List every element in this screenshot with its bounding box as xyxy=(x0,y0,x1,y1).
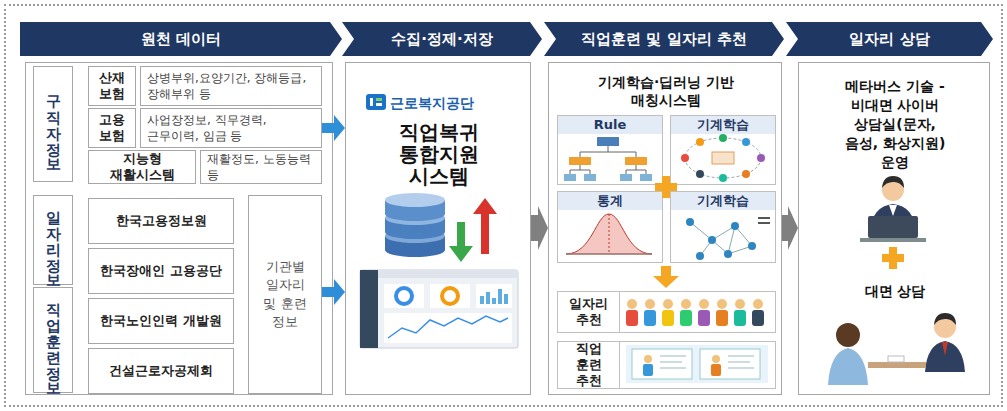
box-text: 기계학습 xyxy=(671,192,775,210)
box-text: Rule xyxy=(558,116,662,134)
box-text: 상병부위,요양기간, 장해등급,장해부위 등 xyxy=(147,70,315,102)
box-text: 구직자정보 xyxy=(44,84,63,164)
box-text: 재활정도, 노동능력 등 xyxy=(207,151,315,183)
chevron-shape xyxy=(544,22,784,56)
stage-header: 수집·정제·저장 xyxy=(342,22,542,56)
recommend-row: 일자리 추천 xyxy=(557,291,776,333)
source-label: 고용 보험 xyxy=(88,108,136,148)
box-text: 한국고용정보원 xyxy=(116,213,207,230)
method-box: Rule xyxy=(557,115,663,185)
box-text: 기관별 일자리 및 훈련 정보 xyxy=(259,258,311,331)
box-text: 한국노인인력 개발원 xyxy=(100,313,222,330)
category-label: 구직자정보 xyxy=(33,66,73,182)
box-text: 일자리정보 xyxy=(44,200,63,280)
panel-title: 메타버스 기술 - 비대면 사이버 상담실(문자, 음성, 화상지원) 운영 xyxy=(839,77,951,172)
data-flow-arrow xyxy=(322,115,345,141)
panel-title: 기계학습·딥러닝 기반 매칭시스템 xyxy=(571,73,761,109)
box-text: 직업훈련 및 일자리 추천 xyxy=(581,30,747,49)
source-label: 산재 보험 xyxy=(88,66,136,106)
chevron-shape xyxy=(786,22,993,56)
method-box: 통계 xyxy=(557,191,663,263)
field-list: 사업장정보, 직무경력, 근무이력, 임금 등 xyxy=(140,108,322,148)
agency-box: 한국장애인 고용공단 xyxy=(88,248,234,294)
box-text: 통계 xyxy=(558,192,662,210)
box-text: 지능형 재활시스템 xyxy=(92,151,192,184)
stage-header: 직업훈련 및 일자리 추천 xyxy=(544,22,784,56)
box-text: 원천 데이터 xyxy=(141,30,221,49)
box-text: 기계학습 xyxy=(671,116,775,134)
category-label: 일자리정보 xyxy=(33,195,73,285)
chevron-shape xyxy=(20,22,342,56)
field-list: 상병부위,요양기간, 장해등급,장해부위 등 xyxy=(140,66,322,106)
method-box: 기계학습 xyxy=(670,115,776,185)
stage-arrow xyxy=(782,206,798,250)
box-text: 한국장애인 고용공단 xyxy=(100,263,222,280)
stage-arrow xyxy=(531,206,548,250)
system-panel: 근로복지공단직업복귀 통합지원 시스템 xyxy=(345,62,531,395)
source-label: 지능형 재활시스템 xyxy=(88,150,196,184)
box-text: 고용 보험 xyxy=(92,112,132,145)
chevron-shape xyxy=(342,22,542,56)
box-text: 건설근로자공제회 xyxy=(109,363,213,380)
stage-header: 원천 데이터 xyxy=(20,22,342,56)
box-text: 산재 보험 xyxy=(92,70,132,103)
field-list: 재활정도, 노동능력 등 xyxy=(200,150,322,184)
panel-subtitle: 대면 상담 xyxy=(799,283,991,301)
box-text: 직업 훈련 추천 xyxy=(558,342,620,388)
agency-info-box: 기관별 일자리 및 훈련 정보 xyxy=(248,195,322,394)
box-text: 일자리 추천 xyxy=(558,292,620,332)
recommend-row: 직업 훈련 추천 xyxy=(557,341,776,389)
box-text: 수집·정제·저장 xyxy=(391,30,492,49)
agency-box: 한국고용정보원 xyxy=(88,198,234,244)
data-flow-arrow xyxy=(322,279,345,305)
stage-header: 일자리 상담 xyxy=(786,22,993,56)
method-box: 기계학습 xyxy=(670,191,776,263)
box-text: 일자리 상담 xyxy=(849,30,929,49)
matching-panel: 기계학습·딥러닝 기반 매칭시스템Rule기계학습통계기계학습일자리 추천직업 … xyxy=(548,62,782,395)
system-title: 직업복귀 통합지원 시스템 xyxy=(384,121,494,187)
counsel-panel: 메타버스 기술 - 비대면 사이버 상담실(문자, 음성, 화상지원) 운영대면… xyxy=(798,62,990,395)
agency-box: 한국노인인력 개발원 xyxy=(88,298,234,344)
box-text: 사업장정보, 직무경력, 근무이력, 임금 등 xyxy=(147,112,315,144)
org-logo-text: 근로복지공단 xyxy=(390,95,510,113)
agency-box: 건설근로자공제회 xyxy=(88,348,234,394)
box-text: 직업훈련정보 xyxy=(44,292,63,388)
category-label: 직업훈련정보 xyxy=(33,287,73,393)
